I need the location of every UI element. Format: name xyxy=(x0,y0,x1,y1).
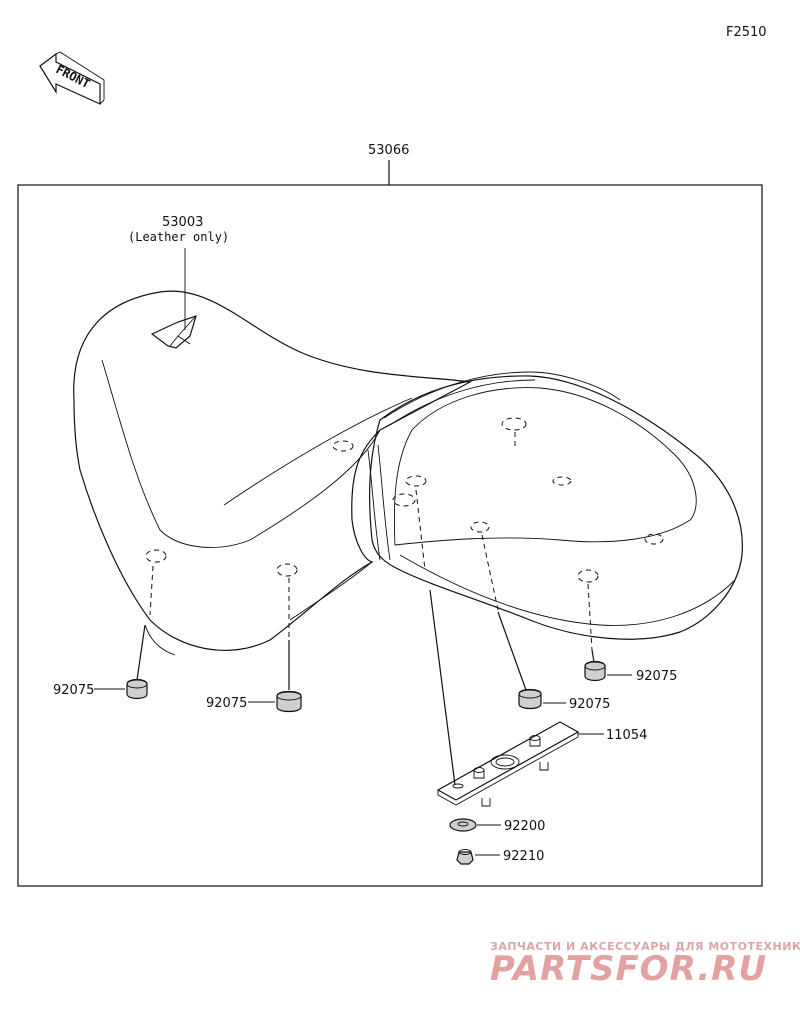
watermark-brand: PARTSFOR.RU xyxy=(490,949,767,989)
front-label: FRONT xyxy=(54,62,93,91)
assembly-part-number: 53066 xyxy=(368,143,409,158)
damper-right-low-part-number: 92075 xyxy=(569,697,610,712)
watermark-tagline: ЗАПЧАСТИ И АКСЕССУАРЫ ДЛЯ МОТОТЕХНИКИ xyxy=(490,940,800,953)
damper-right-low: 92075 xyxy=(518,688,610,712)
bracket: 11054 xyxy=(436,721,647,807)
seat-body xyxy=(73,290,743,656)
damper-center-part-number: 92075 xyxy=(206,696,247,711)
washer-part-number: 92200 xyxy=(504,819,545,834)
cover-part-number: 53003 xyxy=(162,215,203,230)
damper-right: 92075 xyxy=(584,660,677,684)
watermark-logo: ЗАПЧАСТИ И АКСЕССУАРЫ ДЛЯ МОТОТЕХНИКИ PA… xyxy=(490,940,800,989)
assembly-frame xyxy=(17,184,763,887)
washer: 92200 xyxy=(449,818,545,834)
diagram-id: F2510 xyxy=(726,25,767,40)
bracket-part-number: 11054 xyxy=(606,728,647,743)
cover-patch xyxy=(150,315,197,349)
damper-right-part-number: 92075 xyxy=(636,669,677,684)
nut: 92210 xyxy=(456,849,544,865)
mount-marks xyxy=(145,417,664,583)
part-guide-lines xyxy=(136,589,595,786)
damper-left: 92075 xyxy=(53,678,148,700)
damper-left-part-number: 92075 xyxy=(53,683,94,698)
nut-part-number: 92210 xyxy=(503,849,544,864)
front-arrow-icon: FRONT xyxy=(39,51,105,105)
alignment-lines xyxy=(149,432,593,651)
cover-note: (Leather only) xyxy=(128,230,229,244)
damper-center: 92075 xyxy=(206,690,302,713)
